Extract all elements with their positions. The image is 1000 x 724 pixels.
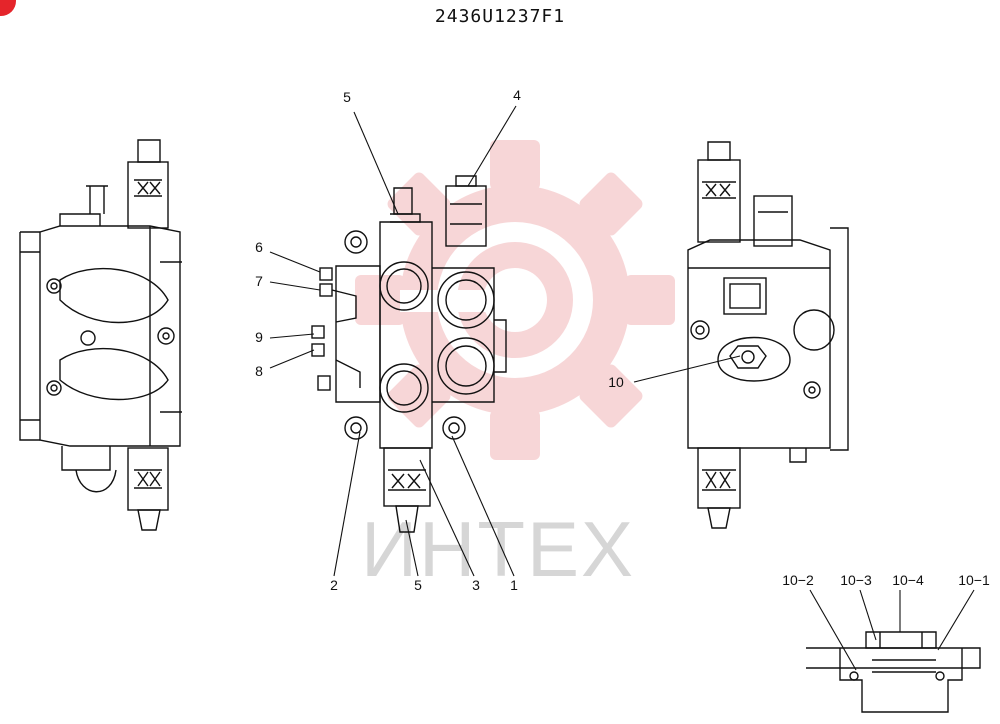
callout-6: 6 <box>255 239 263 255</box>
callout-4: 4 <box>513 87 521 103</box>
drawing-number: 2436U1237F1 <box>434 6 566 27</box>
callout-10-2: 10−2 <box>782 572 814 588</box>
watermark-logo <box>355 140 675 460</box>
callout-8: 8 <box>255 363 263 379</box>
callout-10: 10 <box>608 374 624 390</box>
detail-plug-view <box>806 631 981 713</box>
callout-labels: 5 4 6 7 9 8 10 2 5 3 1 10−2 10−3 10−4 10… <box>255 87 990 593</box>
callout-5-bottom: 5 <box>414 577 422 593</box>
leader-lines <box>269 105 975 671</box>
left-side-view <box>19 139 182 531</box>
callout-10-4: 10−4 <box>892 572 924 588</box>
right-side-view <box>687 141 849 529</box>
callout-1: 1 <box>510 577 518 593</box>
callout-10-1: 10−1 <box>958 572 990 588</box>
callout-5-top: 5 <box>343 89 351 105</box>
callout-9: 9 <box>255 329 263 345</box>
callout-7: 7 <box>255 273 263 289</box>
callout-10-3: 10−3 <box>840 572 872 588</box>
callout-3: 3 <box>472 577 480 593</box>
callout-2: 2 <box>330 577 338 593</box>
watermark-text: ИНТЕХ <box>361 505 635 593</box>
